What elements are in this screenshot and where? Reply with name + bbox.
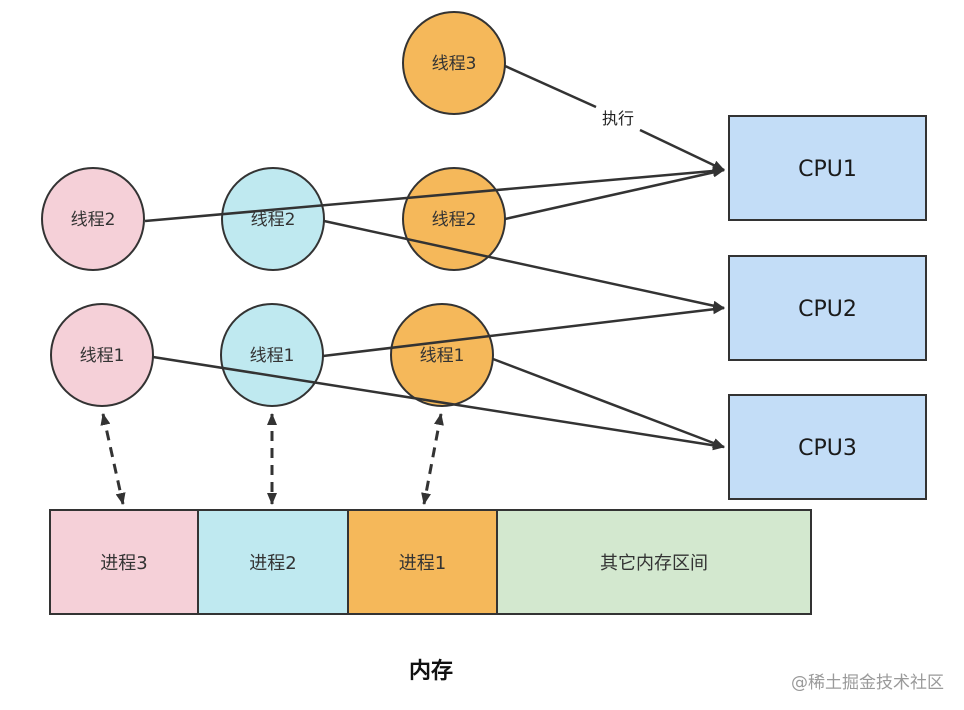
- memory-segment-other: [496, 509, 812, 615]
- edge-t3-cpu1-b: [639, 128, 725, 172]
- memory-segment-process2: [197, 509, 349, 615]
- memory-label-process3: 进程3: [100, 553, 147, 574]
- edge-t3-cpu1-a: [504, 64, 597, 109]
- edge-p1t1-cpu3: [492, 357, 725, 449]
- memory-title: 内存: [409, 658, 453, 684]
- thread-label: 线程2: [71, 210, 116, 230]
- edge-label-execute: 执行: [602, 109, 634, 128]
- cpu3-box: CPU3: [728, 394, 927, 500]
- memory-label-process2: 进程2: [249, 553, 296, 574]
- cpu1-box: CPU1: [728, 115, 927, 221]
- cpu1-label: CPU1: [798, 157, 857, 182]
- thread-circle-p2-t1: 线程1: [220, 303, 324, 407]
- thread-label: 线程1: [80, 346, 125, 366]
- edge-p3t2-cpu1: [144, 165, 725, 223]
- thread-label: 线程1: [250, 346, 295, 366]
- memory-label-process1: 进程1: [399, 553, 446, 574]
- edge-p2t2-cpu2: [323, 219, 725, 311]
- thread-circle-p1-t2: 线程2: [402, 167, 506, 271]
- dashed-arrow-process3: [100, 413, 126, 505]
- memory-label-other: 其它内存区间: [600, 553, 708, 574]
- thread-circle-p1-t3: 线程3: [402, 11, 506, 115]
- thread-label: 线程2: [432, 210, 477, 230]
- edge-p3t1-cpu3: [152, 355, 725, 451]
- cpu3-label: CPU3: [798, 436, 857, 461]
- thread-circle-p3-t1: 线程1: [50, 303, 154, 407]
- cpu2-label: CPU2: [798, 297, 857, 322]
- edge-p1t2-cpu1: [504, 167, 725, 221]
- watermark: @稀土掘金技术社区: [791, 673, 944, 693]
- cpu2-box: CPU2: [728, 255, 927, 361]
- thread-circle-p1-t1: 线程1: [390, 303, 494, 407]
- thread-circle-p3-t2: 线程2: [41, 167, 145, 271]
- memory-segment-process1: [347, 509, 498, 615]
- memory-bar: 进程3 进程2 进程1 其它内存区间: [49, 509, 812, 615]
- thread-label: 线程1: [420, 346, 465, 366]
- thread-label: 线程3: [432, 54, 477, 74]
- thread-label: 线程2: [251, 210, 296, 230]
- thread-circle-p2-t2: 线程2: [221, 167, 325, 271]
- edge-p2t1-cpu2: [322, 304, 725, 358]
- dashed-arrow-process1: [421, 413, 444, 505]
